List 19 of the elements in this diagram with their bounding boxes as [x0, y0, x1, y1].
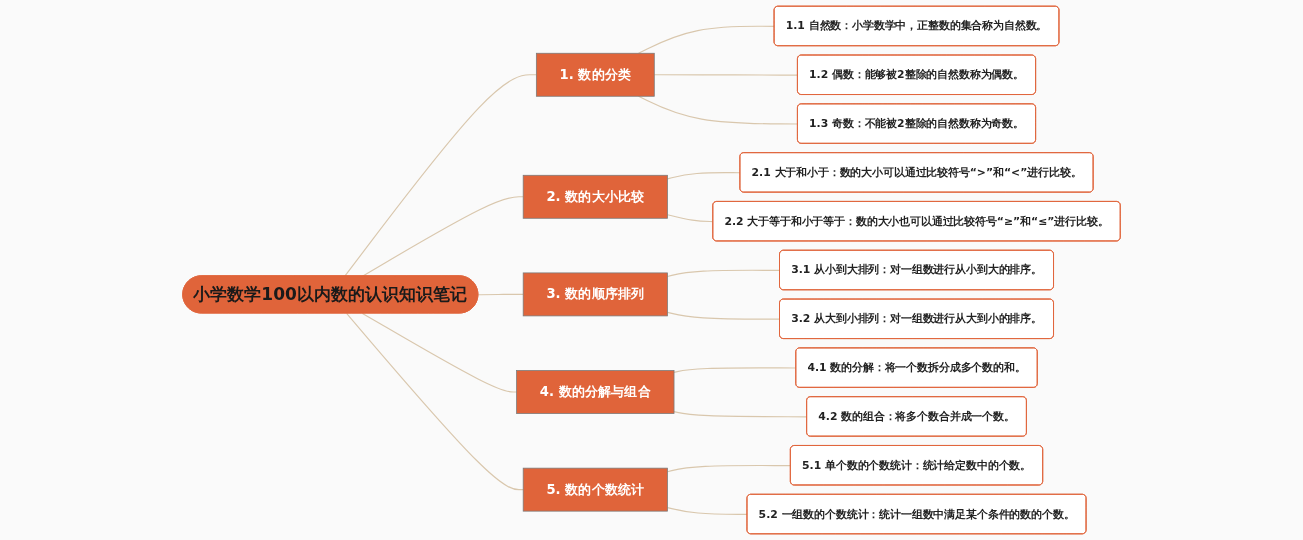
connector [477, 293, 524, 296]
connector [361, 312, 518, 393]
connector [666, 507, 748, 515]
connector [344, 74, 537, 277]
connector [673, 367, 797, 373]
node-box: 1. 数的分类 [535, 52, 655, 97]
connector [666, 269, 781, 278]
node-box: 2. 数的大小比较 [522, 174, 668, 219]
connector [637, 25, 776, 54]
node-box: 4. 数的分解与组合 [516, 370, 675, 414]
node-box: 5. 数的个数统计 [522, 467, 668, 512]
connector [653, 74, 799, 76]
connector [666, 214, 714, 223]
connector [673, 411, 808, 418]
connector [346, 312, 524, 491]
node-box: 3. 数的顺序排列 [522, 272, 668, 317]
connector [666, 172, 741, 180]
connector [666, 311, 781, 320]
connector [666, 464, 792, 473]
